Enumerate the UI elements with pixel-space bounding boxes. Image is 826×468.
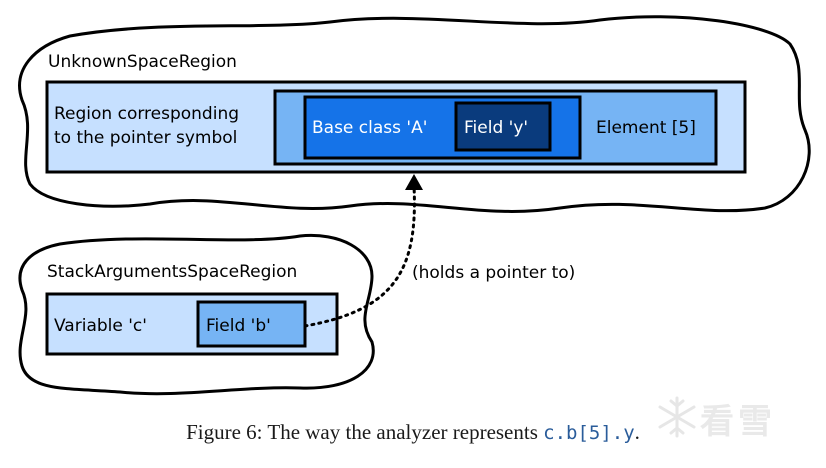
pointer-arrow-line bbox=[303, 184, 416, 328]
caption-prefix: Figure 6: The way the analyzer represent… bbox=[186, 420, 544, 444]
field-b-box bbox=[196, 300, 307, 348]
unknown-space-region-title: UnknownSpaceRegion bbox=[48, 52, 237, 72]
stack-arguments-region-title: StackArgumentsSpaceRegion bbox=[47, 262, 297, 282]
watermark-text: 看雪 bbox=[700, 402, 776, 442]
snowflake-watermark-icon bbox=[658, 396, 696, 438]
pointer-region-label-line2: to the pointer symbol bbox=[54, 128, 237, 148]
element-5-label: Element [5] bbox=[596, 118, 696, 138]
caption-code: c.b[5].y bbox=[543, 422, 635, 444]
field-b-label: Field 'b' bbox=[206, 316, 271, 336]
pointer-region-label-line1: Region corresponding bbox=[54, 104, 239, 124]
field-y-label: Field 'y' bbox=[464, 118, 528, 138]
figure-caption: Figure 6: The way the analyzer represent… bbox=[0, 420, 826, 445]
pointer-arrowhead bbox=[405, 174, 423, 190]
field-y-box bbox=[454, 101, 552, 152]
variable-c-label: Variable 'c' bbox=[54, 316, 147, 336]
unknown-space-region-cloud bbox=[18, 15, 811, 213]
stack-arguments-region-cloud bbox=[18, 233, 375, 396]
base-class-a-label: Base class 'A' bbox=[312, 118, 427, 138]
caption-suffix: . bbox=[634, 420, 640, 444]
arrow-label: (holds a pointer to) bbox=[412, 263, 575, 283]
diagram: UnknownSpaceRegion Region corresponding … bbox=[18, 15, 811, 396]
